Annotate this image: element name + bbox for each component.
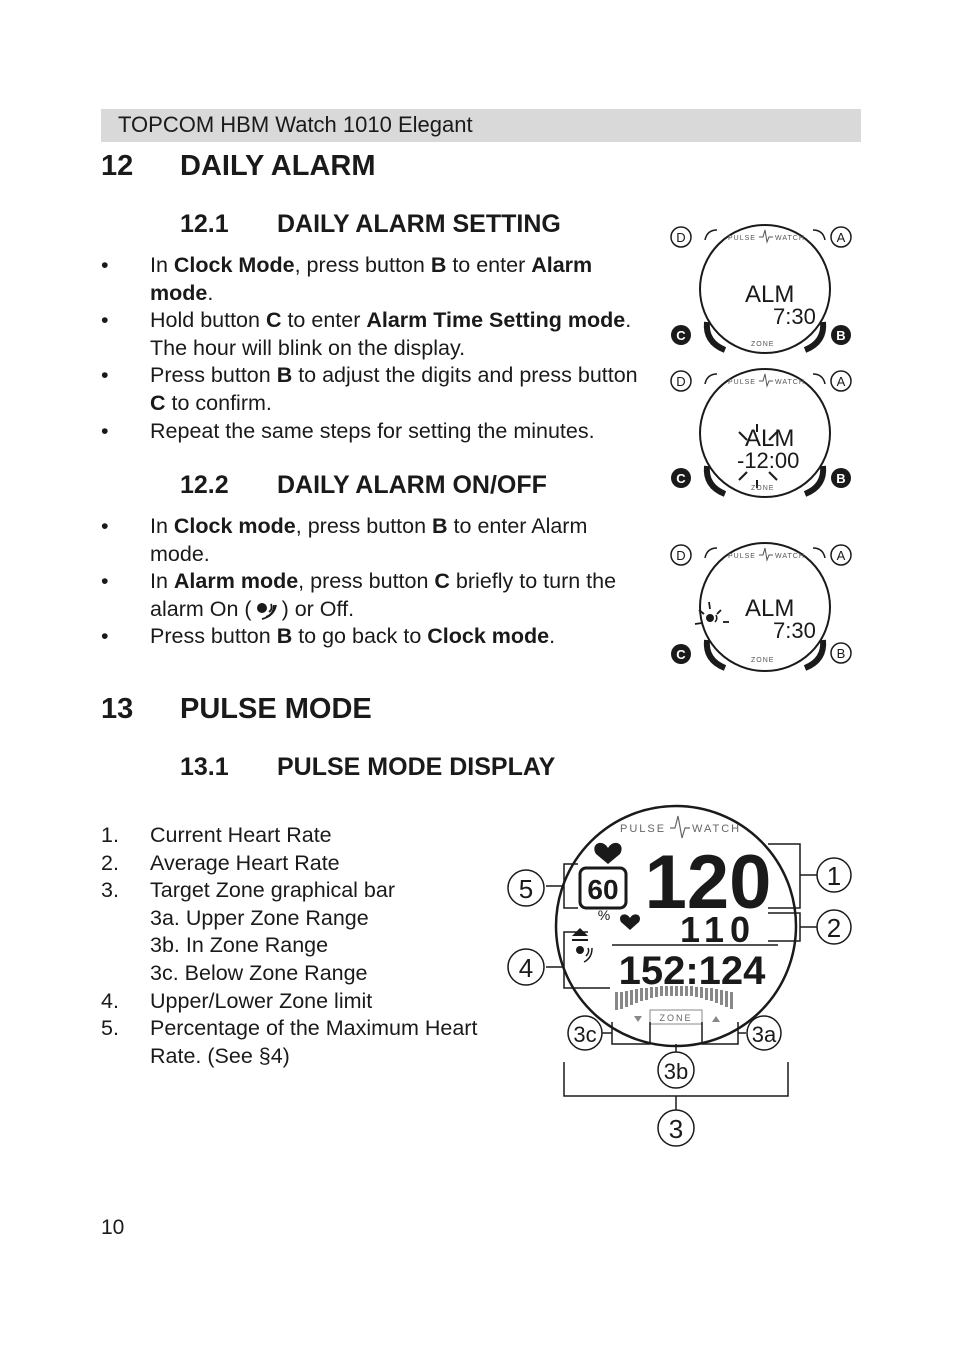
list-item: • In Alarm mode, press button C briefly … [101, 569, 617, 621]
svg-text:D: D [676, 374, 685, 389]
alarm-onoff-list: • In Clock mode, press button B to enter… [101, 513, 646, 651]
page-number: 10 [101, 1216, 125, 1239]
svg-text:B: B [836, 328, 845, 343]
list-item: 2.Average Heart Rate [101, 850, 340, 875]
callout-5: 5 [519, 874, 533, 904]
button-b-icon [831, 468, 851, 488]
subsection-number: 12.2 [180, 471, 229, 499]
button-a-icon [830, 544, 852, 566]
svg-text:A: A [837, 230, 846, 245]
svg-text:120: 120 [645, 840, 772, 925]
button-a-icon [830, 226, 852, 248]
svg-text:152:124: 152:124 [619, 949, 767, 993]
svg-text:B: B [837, 646, 846, 661]
button-b-icon [831, 325, 851, 345]
svg-text:A: A [837, 548, 846, 563]
list-item: • Repeat the same steps for setting the … [101, 418, 595, 443]
button-d-icon [670, 544, 692, 566]
callout-3: 3 [669, 1114, 683, 1144]
callout-2: 2 [827, 913, 841, 943]
button-d-icon [670, 226, 692, 248]
list-item: • In Clock Mode, press button B to enter… [101, 253, 593, 305]
callout-4: 4 [519, 953, 533, 983]
subsection-title: PULSE MODE DISPLAY [277, 753, 556, 781]
svg-text:C: C [676, 328, 686, 343]
section-title: DAILY ALARM [180, 150, 376, 182]
alarm-symbol-icon [694, 601, 729, 625]
svg-text:PULSE: PULSE [728, 379, 756, 386]
list-item: 5.Percentage of the Maximum Heart Rate. … [101, 1016, 478, 1068]
list-item: 3.Target Zone graphical bar [101, 878, 396, 903]
list-item: 3c. Below Zone Range [150, 960, 368, 985]
svg-text:C: C [676, 471, 686, 486]
section-number: 12 [101, 150, 134, 182]
heart-icon [594, 842, 622, 864]
zone-bar [615, 986, 733, 1010]
svg-text:ZONE: ZONE [751, 341, 774, 348]
svg-text:WATCH: WATCH [775, 235, 805, 242]
subsection-number: 12.1 [180, 210, 229, 238]
list-item: • In Clock mode, press button B to enter… [101, 514, 588, 566]
alarm-on-icon [256, 602, 277, 620]
avg-heart-icon [619, 914, 641, 930]
button-d-icon [670, 370, 692, 392]
button-c-icon [671, 644, 691, 664]
svg-text:WATCH: WATCH [775, 553, 805, 560]
svg-text:%: % [598, 907, 610, 923]
button-b-icon [830, 642, 852, 664]
svg-text:A: A [837, 374, 846, 389]
svg-text:PULSE: PULSE [728, 235, 756, 242]
header-title: TOPCOM HBM Watch 1010 Elegant [118, 112, 473, 137]
subsection-title: DAILY ALARM ON/OFF [277, 471, 547, 499]
svg-text:B: B [836, 471, 845, 486]
pulse-display-list: 1.Current Heart Rate 2.Average Heart Rat… [101, 822, 481, 1070]
list-item: 1.Current Heart Rate [101, 823, 332, 847]
list-item: • Hold button C to enter Alarm Time Sett… [101, 308, 632, 360]
section-title: PULSE MODE [180, 693, 372, 725]
watch-diagram-alarm-mode: PULSE WATCH ALM 7:30 ZONE D A C B [670, 224, 852, 354]
list-item: • Press button B to adjust the digits an… [101, 363, 638, 415]
callout-3b: 3b [664, 1059, 688, 1084]
list-item: • Press button B to go back to Clock mod… [101, 624, 556, 649]
list-item: 3b. In Zone Range [150, 933, 329, 958]
button-c-icon [671, 325, 691, 345]
svg-text:-12:00: -12:00 [737, 448, 799, 473]
subsection-title: DAILY ALARM SETTING [277, 210, 561, 238]
list-item: 3a. Upper Zone Range [150, 905, 369, 930]
button-a-icon [830, 370, 852, 392]
svg-text:D: D [676, 230, 685, 245]
svg-text:110: 110 [680, 909, 756, 950]
list-item: 4.Upper/Lower Zone limit [101, 988, 373, 1013]
alarm-setting-list: • In Clock Mode, press button B to enter… [101, 252, 651, 445]
callout-3a: 3a [752, 1022, 777, 1047]
svg-text:7:30: 7:30 [773, 304, 816, 329]
callout-1: 1 [827, 861, 841, 891]
pulse-mode-display-diagram: PULSE WATCH 60 % 120 110 152:124 ZONE [507, 804, 852, 1147]
svg-text:60: 60 [587, 874, 618, 905]
svg-text:PULSE: PULSE [620, 823, 666, 835]
svg-text:PULSE: PULSE [728, 553, 756, 560]
svg-text:7:30: 7:30 [773, 618, 816, 643]
svg-text:ALM: ALM [745, 595, 794, 622]
svg-text:ALM: ALM [745, 281, 794, 308]
subsection-number: 13.1 [180, 753, 229, 781]
watch-diagram-alarm-on: PULSE WATCH ALM 7:30 ZONE D A C B [670, 542, 852, 672]
svg-text:C: C [676, 647, 686, 662]
svg-text:ZONE: ZONE [751, 485, 774, 492]
svg-text:ZONE: ZONE [659, 1013, 692, 1023]
blink-rays-icon [738, 424, 778, 488]
callout-3c: 3c [573, 1022, 596, 1047]
button-c-icon [671, 468, 691, 488]
svg-text:WATCH: WATCH [692, 823, 741, 835]
watch-diagram-alarm-time-setting: PULSE WATCH ALM -12:00 ZONE D A C B [670, 368, 852, 498]
svg-text:WATCH: WATCH [775, 379, 805, 386]
alarm-symbol-icon [576, 946, 584, 954]
svg-text:ZONE: ZONE [751, 657, 774, 664]
header-bar: TOPCOM HBM Watch 1010 Elegant [101, 109, 861, 142]
section-number: 13 [101, 693, 134, 725]
svg-text:D: D [676, 548, 685, 563]
